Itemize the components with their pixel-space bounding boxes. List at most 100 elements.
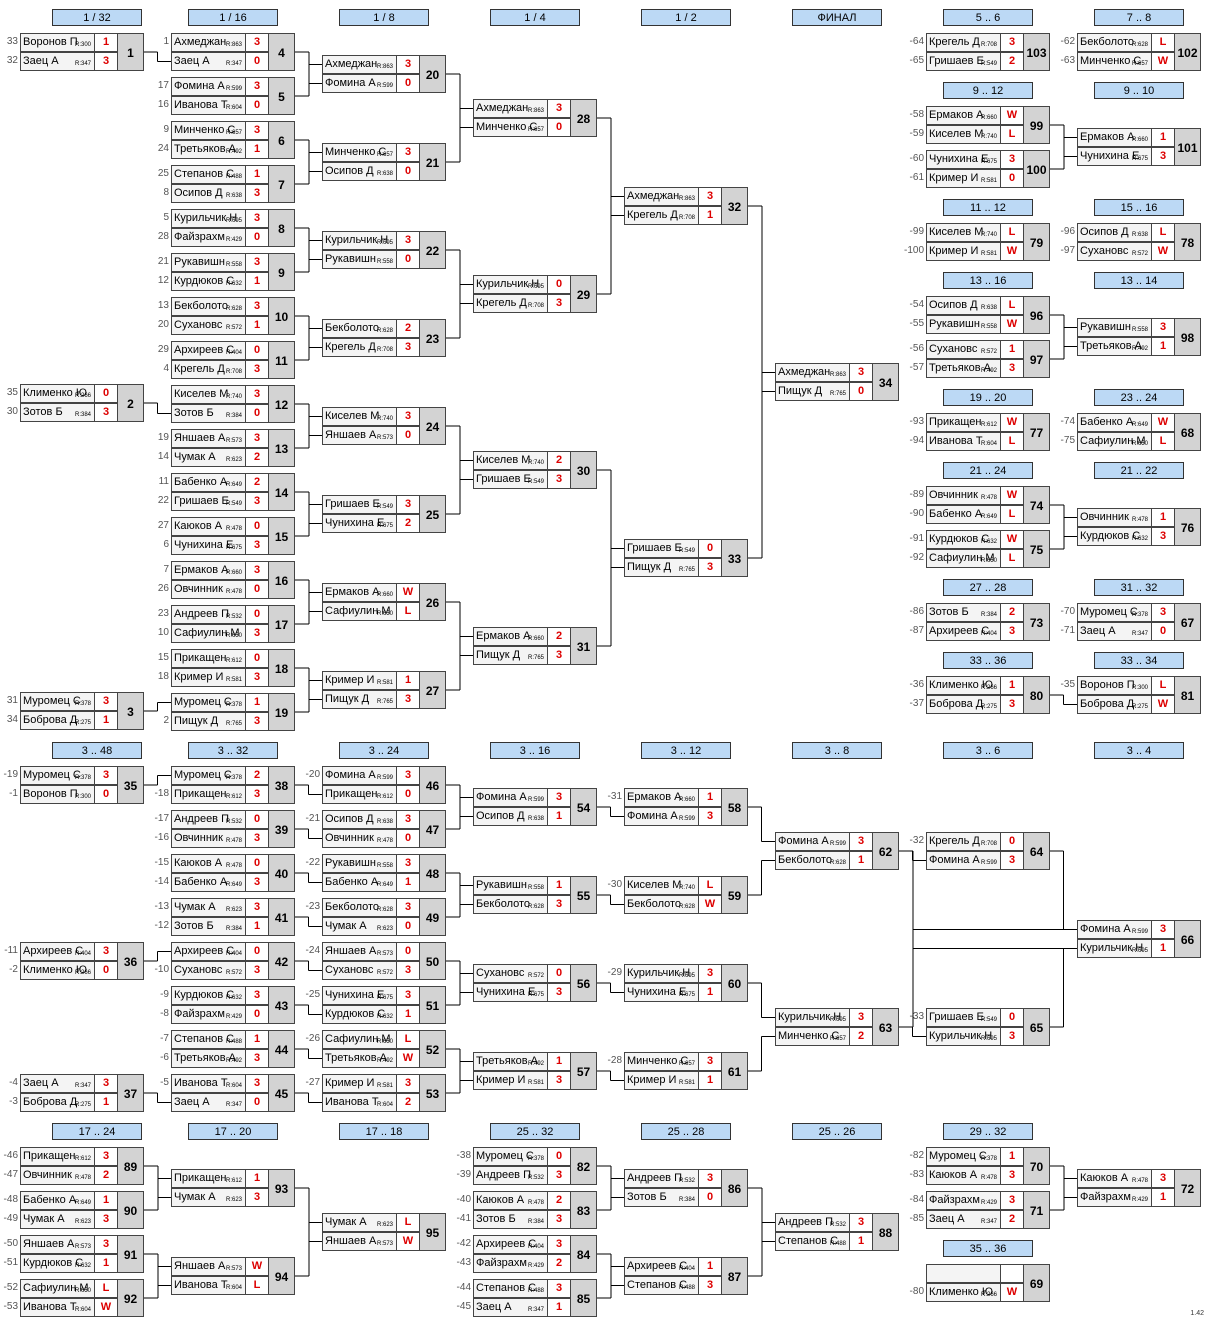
player-row[interactable] [926,1264,1024,1283]
